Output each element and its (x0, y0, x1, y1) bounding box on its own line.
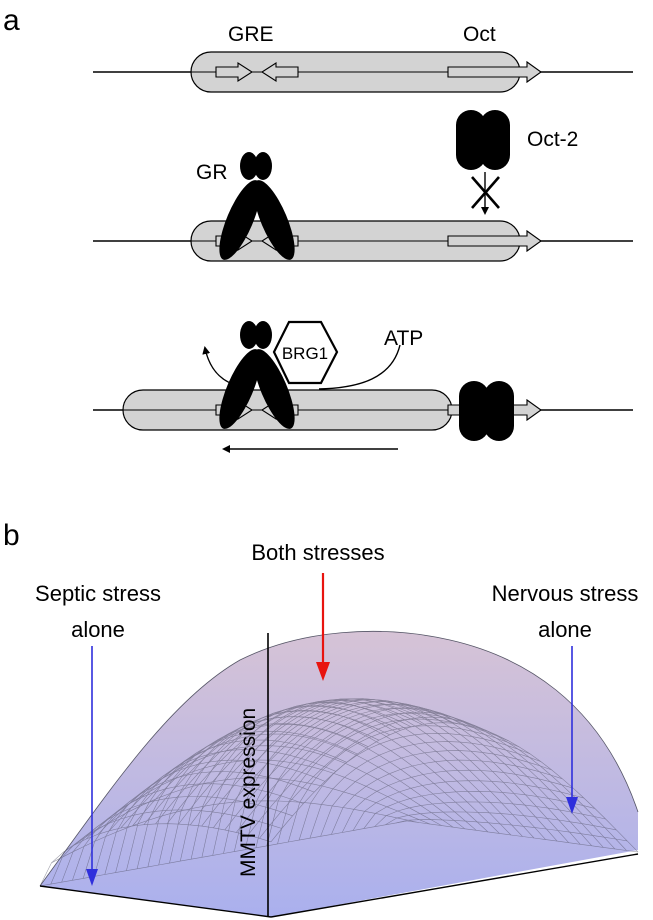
septic-label-line2: alone (71, 617, 125, 642)
mesh-line (97, 733, 465, 835)
surface-left-edge (39, 631, 639, 887)
mesh-line (201, 699, 569, 843)
mesh-line (74, 759, 442, 846)
mesh-line (178, 698, 546, 840)
panel-a-letter: a (3, 4, 20, 37)
gre-arrow-right (215, 61, 254, 83)
both-stresses-arrow (316, 573, 330, 681)
axis-label: MMTV expression (237, 708, 260, 877)
septic-arrow (86, 646, 98, 886)
row1-dna: GRE Oct (93, 23, 633, 93)
curved-release-arrow (202, 346, 249, 389)
brg1-label: BRG1 (282, 344, 328, 363)
oct-arrow (447, 229, 542, 253)
nervous-arrow (566, 646, 578, 814)
surface-mesh (39, 698, 639, 887)
mesh-line (155, 701, 523, 837)
oct2-bound-shape (459, 381, 514, 441)
panel-b-letter: b (3, 519, 20, 552)
mesh-line (51, 800, 419, 864)
atp-curve (318, 344, 401, 390)
oct-label: Oct (463, 23, 496, 46)
nervous-label-line1: Nervous stress (492, 581, 639, 606)
both-stresses-label: Both stresses (251, 540, 384, 565)
block-x-stroke-2 (471, 176, 500, 209)
mesh-line (62, 777, 431, 853)
gr-dimer-shape (219, 321, 295, 429)
mesh-line (247, 711, 616, 850)
expression-surface (39, 631, 639, 917)
gre-label: GRE (228, 23, 274, 46)
nervous-label-line2: alone (538, 617, 592, 642)
mesh-line (143, 705, 512, 836)
mesh-line (270, 722, 639, 853)
mesh-line (166, 699, 535, 839)
mesh-line (39, 820, 408, 887)
oct2-shape (456, 110, 510, 170)
mesh-line (213, 701, 581, 845)
mesh-line (236, 707, 604, 848)
mesh-line (132, 709, 500, 834)
row2-dna: GR Oct-2 (93, 110, 633, 262)
atp-label: ATP (384, 327, 423, 350)
brg1-hexagon (272, 320, 339, 385)
mesh-line (109, 724, 477, 832)
base-front-edge (39, 885, 272, 918)
septic-label-line1: Septic stress (35, 581, 161, 606)
mesh-line (224, 703, 593, 846)
row3-dna: BRG1 ATP (93, 320, 633, 453)
mesh-line (120, 716, 489, 833)
gre-arrow-left (260, 61, 299, 83)
oct2-label: Oct-2 (527, 128, 578, 151)
oct-arrow (447, 60, 542, 84)
gr-label: GR (196, 161, 228, 184)
surface-fill (40, 631, 638, 917)
gr-dimer-shape (219, 152, 295, 260)
mesh-line (259, 716, 627, 851)
base-right-edge (270, 853, 639, 918)
